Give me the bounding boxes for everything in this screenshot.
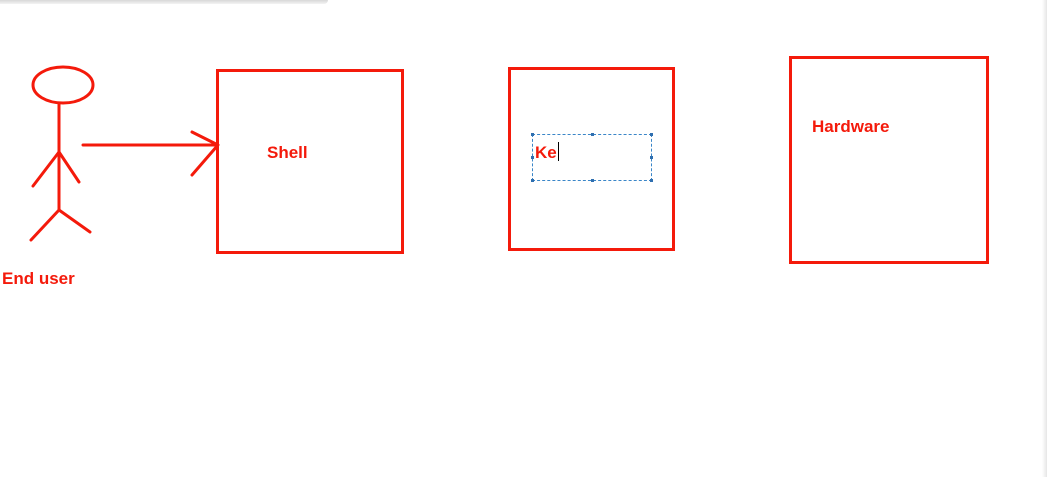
resize-handle[interactable]: [650, 179, 653, 182]
shell-label: Shell: [267, 143, 308, 162]
kernel-box[interactable]: [508, 67, 675, 251]
resize-handle[interactable]: [531, 133, 534, 136]
window-right-edge: [1042, 0, 1047, 477]
shell-box[interactable]: [216, 69, 404, 254]
resize-handle[interactable]: [531, 156, 534, 159]
resize-handle[interactable]: [650, 156, 653, 159]
resize-handle[interactable]: [650, 133, 653, 136]
kernel-text-input[interactable]: Ke: [531, 133, 653, 182]
resize-handle[interactable]: [531, 179, 534, 182]
hardware-label: Hardware: [812, 117, 890, 136]
text-caret: [557, 142, 559, 161]
toolbar-shadow: [0, 0, 328, 4]
resize-handle[interactable]: [591, 133, 594, 136]
stick-figure-icon: [29, 65, 95, 242]
resize-handle[interactable]: [591, 179, 594, 182]
end-user-label: End user: [2, 269, 75, 288]
hardware-box[interactable]: [789, 56, 989, 264]
kernel-label: Ke: [535, 143, 557, 162]
arrow-user-to-shell: [81, 130, 220, 177]
